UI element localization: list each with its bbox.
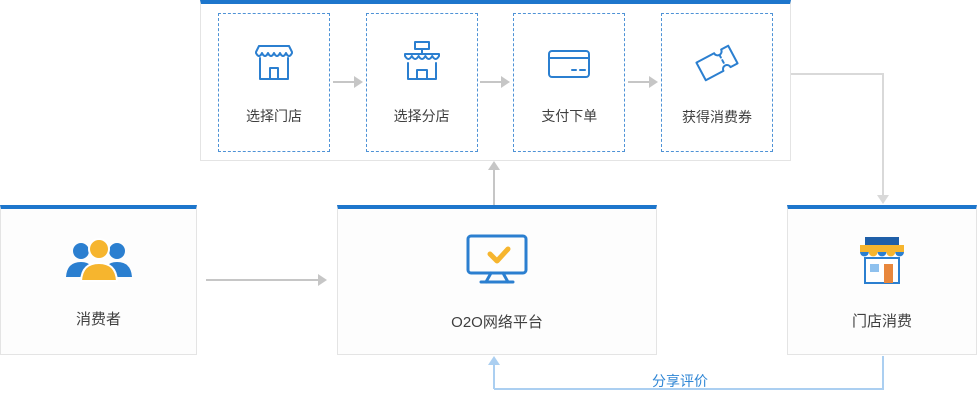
step-label: 选择门店: [246, 108, 302, 124]
colored-store-icon: [854, 233, 910, 292]
step-choose-branch: 选择分店: [365, 12, 478, 152]
step-pay-order: 支付下单: [513, 12, 626, 152]
step-arrow-icon: [332, 75, 363, 89]
steps-to-store-hline: [791, 73, 884, 75]
credit-card-icon: [544, 38, 594, 93]
steps-to-store-vline: [882, 73, 884, 195]
storefront-icon: [249, 38, 299, 93]
step-arrow-icon: [480, 75, 511, 89]
platform-label: O2O网络平台: [451, 313, 543, 331]
consumers-icon: [63, 235, 135, 290]
branch-store-icon: [397, 38, 447, 93]
store-panel: 门店消费: [787, 205, 977, 355]
step-get-coupon: 获得消费券: [660, 12, 773, 152]
feedback-vline-left: [493, 364, 495, 389]
platform-panel: O2O网络平台: [337, 205, 657, 355]
step-choose-store: 选择门店: [218, 12, 330, 152]
step-label: 获得消费券: [681, 109, 752, 125]
feedback-arrowhead-icon: [488, 356, 500, 365]
consumer-panel: 消费者: [0, 205, 197, 355]
store-label: 门店消费: [851, 312, 912, 330]
consumer-label: 消费者: [75, 310, 121, 328]
monitor-check-icon: [464, 232, 530, 293]
platform-to-steps-arrowhead-icon: [488, 161, 500, 170]
order-steps-panel: 选择门店 选择分店: [200, 0, 791, 161]
platform-to-steps-line: [493, 169, 495, 205]
feedback-label: 分享评价: [652, 373, 708, 389]
coupon-icon: [691, 37, 743, 94]
consumer-to-platform-arrowhead-icon: [318, 274, 327, 286]
consumer-to-platform-line: [206, 279, 318, 281]
steps-to-store-arrowhead-icon: [877, 195, 889, 204]
feedback-vline-right: [882, 356, 884, 390]
feedback-hline: [494, 388, 884, 390]
step-label: 选择分店: [393, 108, 450, 124]
step-label: 支付下单: [541, 108, 598, 124]
step-arrow-icon: [628, 75, 659, 89]
